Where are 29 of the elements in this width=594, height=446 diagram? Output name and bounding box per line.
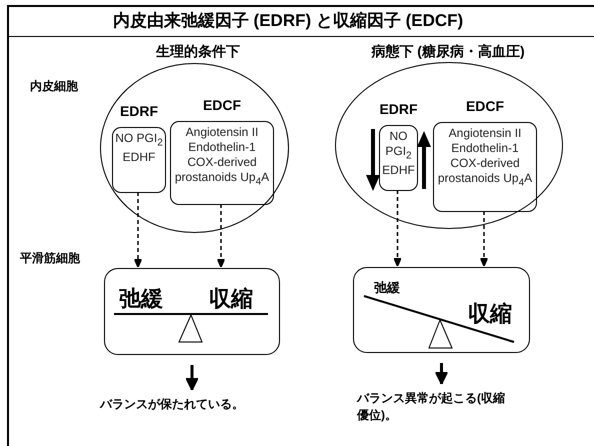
factor-box: NO PGI$_{2}$ EDHF: [379, 125, 418, 191]
arrow: [434, 363, 448, 385]
cell-ellipse: [100, 63, 289, 233]
cell-ellipse: [335, 62, 563, 229]
seesaw-box: [353, 267, 530, 353]
factor-heading: EDRF: [118, 103, 160, 119]
result-text: バランスが保たれている。: [100, 396, 300, 416]
seesaw-label: 弛緩: [374, 279, 400, 297]
arrow: [185, 365, 199, 391]
seesaw-label: 収縮: [468, 300, 512, 328]
arrow: [480, 211, 488, 267]
seesaw-label: 弛緩: [119, 285, 163, 313]
seesaw-box: [104, 268, 280, 355]
factor-box: Angiotensin II Endothelin-1 COX-derived prostanoids Up$_{4}$A: [170, 121, 274, 205]
section-heading: 生理的条件下: [154, 43, 241, 61]
factor-heading: EDCF: [464, 98, 506, 114]
title: 内皮由来弛緩因子 (EDRF) と収縮因子 (EDCF): [112, 10, 464, 32]
seesaw-label: 収縮: [209, 285, 253, 313]
factor-box: Angiotensin II Endothelin-1 COX-derived prostanoids Up$_{4}$A: [433, 122, 537, 212]
section-heading: 病態下 (糖尿病・高血圧): [370, 43, 526, 61]
arrow: [216, 204, 226, 268]
factor-box: NO PGI$_{2}$ EDHF: [112, 127, 166, 193]
result-text: バランス異常が起こる(収縮優位)。: [357, 390, 507, 430]
row-label: 内皮細胞: [30, 78, 79, 95]
factor-heading: EDCF: [202, 97, 242, 113]
factor-heading: EDRF: [378, 101, 419, 117]
arrow: [393, 190, 402, 267]
arrow: [134, 192, 142, 268]
row-label: 平滑筋細胞: [20, 250, 81, 267]
